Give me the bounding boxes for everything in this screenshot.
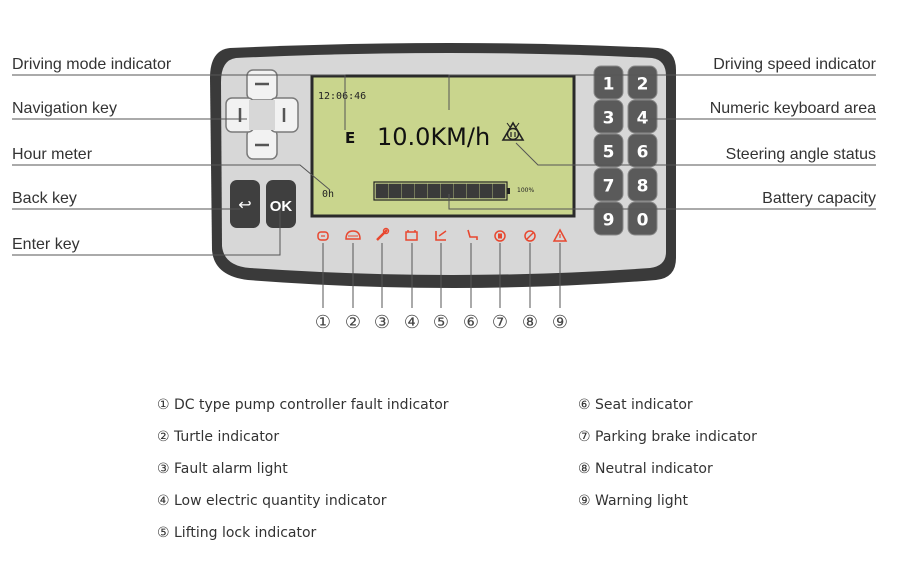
indicator-lights [317,227,568,242]
indicator-number: ⑤ [433,312,449,333]
indicator-numbers: ① ② ③ ④ ⑤ ⑥ ⑦ ⑧ ⑨ [315,312,568,333]
driving-speed-indicator-label: Driving speed indicator [713,56,876,73]
legend-item: ⑦ Parking brake indicator [578,429,757,445]
back-key-callout-label: Back key [12,190,77,207]
navigation-key-label: Navigation key [12,100,117,117]
screen-speed: 10.0KM/h [377,123,490,151]
indicator-number: ① [315,312,331,333]
battery-bar [373,181,510,201]
numeric-key-1[interactable] [593,65,624,100]
lifting-lock-icon [435,230,447,241]
battery-tip [507,188,510,194]
numeric-key-label: 5 [603,143,615,163]
indicator-number: ④ [404,312,420,333]
numeric-key-7[interactable] [593,167,624,202]
numeric-key-label: 3 [603,109,615,129]
battery-capacity-label: Battery capacity [762,190,876,207]
back-key-button[interactable] [230,180,260,228]
right-callout-leaders [448,74,876,210]
numeric-key-5[interactable] [593,133,624,168]
numeric-key-label: 7 [603,177,615,197]
enter-key-label: Enter key [12,236,80,253]
indicator-number: ③ [374,312,390,333]
hour-meter-label: Hour meter [12,146,93,163]
battery-segment [375,183,389,199]
seat-icon [467,229,478,240]
battery-segment [479,183,493,199]
numeric-key-label: 2 [637,75,649,95]
numeric-key-0[interactable] [627,201,658,236]
left-callout-leaders [12,74,346,256]
driving-mode-indicator-label: Driving mode indicator [12,56,172,73]
indicator-number: ⑥ [463,312,479,333]
numeric-key-9[interactable] [593,201,624,236]
legend-item: ① DC type pump controller fault indicato… [157,397,449,413]
numeric-key-4[interactable] [627,99,658,134]
battery-segment [466,183,480,199]
neutral-icon [524,230,536,242]
indicator-number-leaders [322,243,561,308]
numeric-key-8[interactable] [627,167,658,202]
screen-hours: 0h [322,189,334,200]
numeric-key-label: 1 [603,75,615,95]
legend-item: ⑧ Neutral indicator [578,461,713,477]
turtle-icon [345,230,361,240]
ok-key-button[interactable] [266,180,296,228]
numeric-keyboard-area-label: Numeric keyboard area [709,100,876,117]
warning-light-icon [552,228,568,242]
back-key-label: ↩ [238,195,251,214]
legend-item: ⑨ Warning light [578,493,689,509]
numeric-key-label: 0 [637,211,649,231]
numeric-key-label: 9 [603,211,615,231]
screen-time: 12:06:46 [318,91,366,102]
battery-segment [388,183,402,199]
numeric-key-2[interactable] [627,65,658,100]
steering-angle-status-label: Steering angle status [725,146,876,163]
battery-segment [440,183,454,199]
legend-item: ② Turtle indicator [157,429,280,445]
legend-item: ⑤ Lifting lock indicator [157,525,317,541]
pump-controller-fault-icon [317,231,329,241]
legend-item: ③ Fault alarm light [157,461,288,477]
steering-angle-icon [501,121,525,141]
numeric-key-6[interactable] [627,133,658,168]
parking-brake-icon [494,230,506,242]
battery-segment [414,183,428,199]
battery-segment [427,183,441,199]
legend-item: ④ Low electric quantity indicator [157,493,387,509]
navigation-key[interactable] [225,69,299,160]
ok-key-label: OK [270,198,293,215]
battery-segment [492,183,506,199]
indicator-number: ⑧ [522,312,538,333]
battery-segment [401,183,415,199]
indicator-number: ② [345,312,361,333]
indicator-number: ⑦ [492,312,508,333]
battery-percent-label: 100% [517,187,534,194]
indicator-number: ⑨ [552,312,568,333]
numeric-key-label: 6 [637,143,649,163]
numeric-key-label: 8 [637,177,649,197]
legend-item: ⑥ Seat indicator [578,397,693,413]
numeric-key-3[interactable] [593,99,624,134]
low-battery-icon [405,230,418,241]
fault-alarm-icon [376,227,390,241]
screen-mode: E [345,129,355,147]
battery-segment [453,183,467,199]
